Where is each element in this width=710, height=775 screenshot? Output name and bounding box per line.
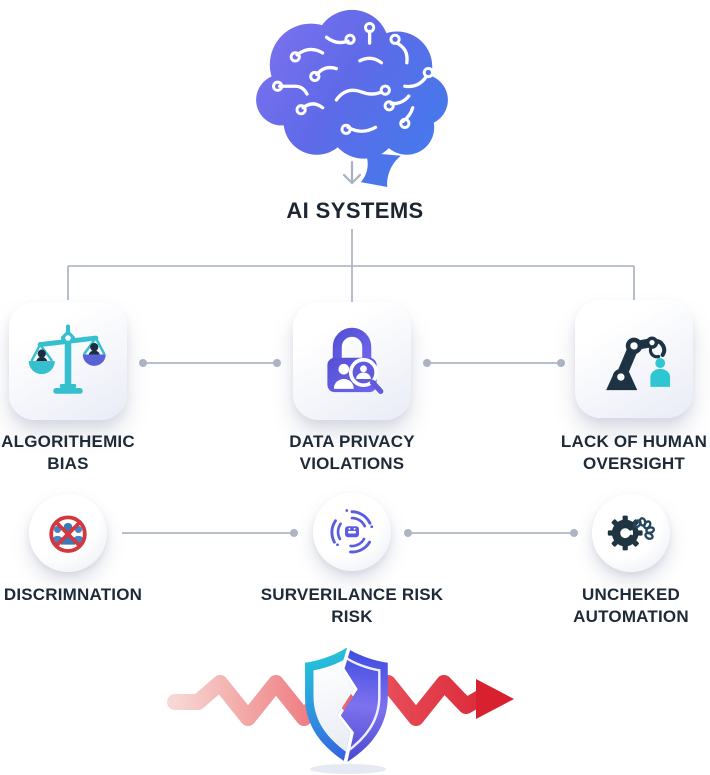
diagram-title: AI SYSTEMS [286, 198, 424, 223]
sibling-connectors [122, 362, 574, 534]
human-figure [650, 358, 671, 387]
circuit-nodes [272, 21, 434, 135]
risk-shield-graphic [167, 647, 514, 774]
connector-dots [139, 359, 578, 537]
node-unchecked-automation [592, 494, 670, 572]
node-algorithmic-bias [9, 302, 127, 420]
shield-shadow [310, 764, 386, 774]
node-human-oversight [575, 300, 693, 418]
prohibition-sign [49, 515, 87, 553]
privacy-lock-icon [327, 327, 384, 395]
arrow-down-icon [342, 160, 362, 185]
no-people-icon [49, 515, 87, 553]
label-discrimination: DISCRIMNATION [3, 585, 143, 604]
node-surveillance-risk [313, 493, 391, 571]
ai-brain-icon [256, 9, 448, 188]
surveillance-camera-icon [330, 509, 374, 554]
node-data-privacy [293, 302, 411, 420]
chain-links [633, 517, 656, 540]
robot-arm-icon [606, 336, 671, 391]
balance-scale-icon [28, 324, 106, 394]
node-discrimination [29, 494, 107, 572]
gear-chain-icon [607, 515, 656, 551]
